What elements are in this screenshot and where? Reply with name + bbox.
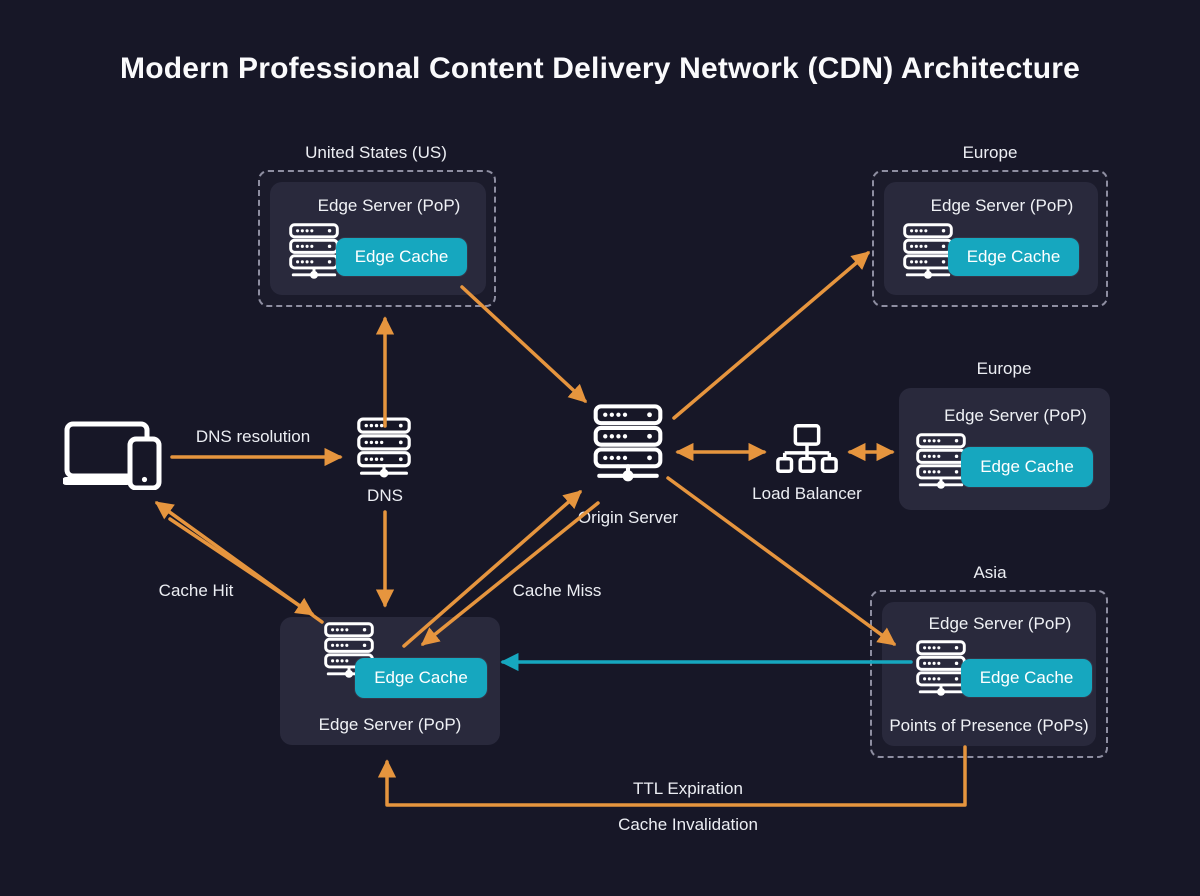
flow-label-cache-hit: Cache Hit xyxy=(158,581,234,600)
edge-server-panel-asia: Edge Server (PoP) Edge Cache Points of P… xyxy=(882,602,1096,746)
region-box-europe-top xyxy=(872,170,1108,307)
region-box-us xyxy=(258,170,496,307)
client-devices-icon xyxy=(63,420,163,490)
edge-cache-badge: Edge Cache xyxy=(961,659,1092,697)
region-label-europe-top: Europe xyxy=(962,143,1018,162)
flow-label-cache-miss: Cache Miss xyxy=(512,581,602,600)
load-balancer-label: Load Balancer xyxy=(752,484,862,503)
edge-server-panel-us: Edge Server (PoP) Edge Cache xyxy=(270,182,486,295)
edge-server-panel-main: Edge Cache Edge Server (PoP) xyxy=(280,617,500,745)
region-label-us: United States (US) xyxy=(305,143,447,162)
edge-cache-badge: Edge Cache xyxy=(336,238,467,276)
flow-label-dns-resolution: DNS resolution xyxy=(195,427,311,446)
flow-label-ttl-expiration: TTL Expiration xyxy=(633,779,743,798)
dns-server-icon xyxy=(357,417,411,479)
origin-server-label: Origin Server xyxy=(577,508,679,527)
edge-cache-badge: Edge Cache xyxy=(961,447,1093,487)
server-icon xyxy=(289,223,339,280)
flow-label-cache-invalidation: Cache Invalidation xyxy=(618,815,758,834)
page-title: Modern Professional Content Delivery Net… xyxy=(120,52,1080,85)
server-icon xyxy=(903,223,953,280)
dns-label: DNS xyxy=(367,486,403,505)
edge-cache-badge: Edge Cache xyxy=(355,658,487,698)
arrow-origin-to-europe-top xyxy=(672,251,871,420)
edge-server-label: Edge Server (PoP) xyxy=(930,196,1074,215)
server-icon xyxy=(916,433,966,490)
edge-server-label: Edge Server (PoP) xyxy=(318,715,462,734)
arrow-cache-hit-to-client xyxy=(154,501,324,624)
region-label-asia: Asia xyxy=(973,563,1007,582)
server-icon xyxy=(916,640,966,697)
edge-cache-badge: Edge Cache xyxy=(948,238,1079,276)
region-box-asia xyxy=(870,590,1108,758)
edge-server-label: Edge Server (PoP) xyxy=(317,196,461,215)
origin-server-icon xyxy=(592,404,664,483)
edge-server-label: Edge Server (PoP) xyxy=(928,614,1072,633)
pops-label: Points of Presence (PoPs) xyxy=(889,716,1089,735)
edge-server-panel-europe-mid: Edge Server (PoP) Edge Cache xyxy=(899,388,1110,510)
load-balancer-icon xyxy=(776,423,838,474)
edge-server-label: Edge Server (PoP) xyxy=(944,406,1087,425)
region-label-europe-mid: Europe xyxy=(976,359,1032,378)
edge-server-panel-europe-top: Edge Server (PoP) Edge Cache xyxy=(884,182,1098,295)
